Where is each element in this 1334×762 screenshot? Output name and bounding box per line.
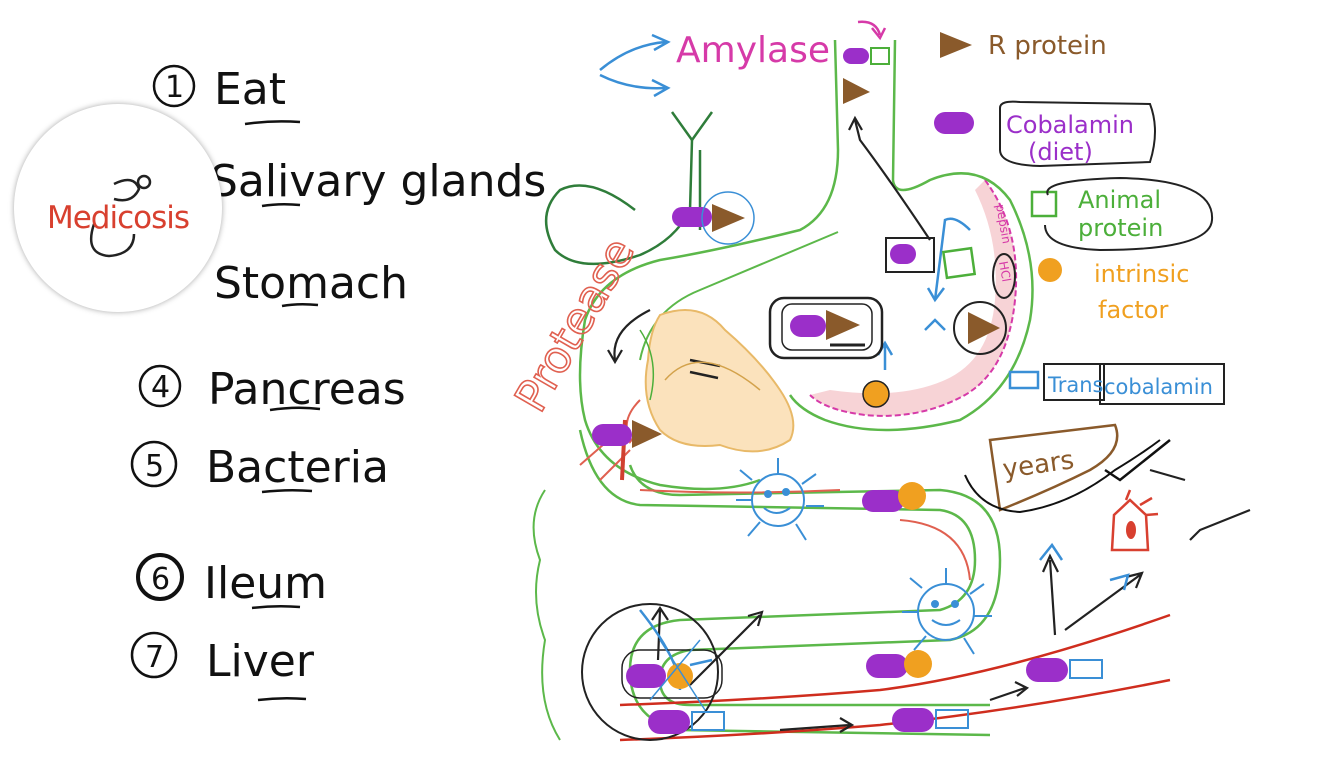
transcobalamin-legend-icon — [1008, 370, 1040, 390]
step-4-label: Pancreas — [208, 364, 406, 415]
step-7-label: Liver — [206, 636, 315, 687]
step-4-circle — [138, 364, 182, 408]
legend: R protein Cobalamin (diet) Animal protei… — [934, 31, 1225, 405]
step-3-label: Stomach — [214, 258, 408, 309]
blood-vessels — [619, 613, 1171, 742]
r-protein-stomach-right — [953, 301, 1007, 355]
years-label: years — [1001, 445, 1076, 485]
bacteria-1 — [736, 458, 824, 541]
steps-list: 1 Eat Salivary glands Stomach 4 Pancreas… — [130, 64, 546, 702]
medicosis-logo: Medicosis — [14, 104, 222, 312]
step-1-label: Eat — [214, 64, 286, 115]
intrinsic-factor-legend-icon — [1038, 258, 1062, 282]
cobalamin-if-ileum — [866, 650, 932, 678]
cobalamin-legend-label: Cobalamin — [1006, 111, 1134, 139]
stomach-wall-left — [578, 39, 840, 491]
complex-stomach-upper — [885, 237, 977, 280]
step-1-circle — [152, 64, 196, 108]
complex-stomach-center — [768, 296, 884, 360]
stethoscope-icon — [89, 174, 152, 258]
stomach-lining — [810, 180, 1017, 416]
intrinsic-factor-legend-label-2: factor — [1098, 296, 1168, 324]
cobalamin-legend-sub: (diet) — [1028, 138, 1093, 166]
step-1-number: 1 — [165, 70, 184, 105]
complex-gallbladder — [672, 191, 755, 245]
step-5-circle — [130, 440, 178, 488]
cobalamin-esophagus — [843, 47, 890, 104]
step-underlines — [244, 120, 321, 702]
stomach-lesser-curve — [639, 231, 839, 361]
hcl-label: HCl — [996, 260, 1013, 283]
ileum-absorption-site — [581, 603, 723, 741]
cobalamin-legend-icon — [934, 112, 974, 134]
animal-protein-legend-label-2: protein — [1078, 214, 1163, 242]
step-2-label: Salivary glands — [210, 156, 546, 207]
pancreas — [639, 309, 795, 453]
stomach-wall-right — [788, 39, 1034, 432]
amylase-label: Amylase — [676, 30, 830, 71]
step-4-number: 4 — [151, 370, 170, 405]
step-6-number: 6 — [151, 562, 170, 597]
intrinsic-factor-stomach — [862, 380, 890, 408]
transcobalamin-legend-label-a: Trans — [1047, 373, 1104, 397]
bacteria-2 — [902, 568, 992, 655]
step-6-circle — [136, 553, 184, 601]
step-6-label: Ileum — [204, 558, 327, 609]
transcobalamin-blood — [648, 658, 1103, 734]
hepatocyte — [1110, 489, 1159, 552]
cobalamin-if-jejunum — [862, 482, 926, 512]
r-protein-legend-label: R protein — [988, 31, 1107, 61]
step-5-number: 5 — [145, 449, 164, 484]
protease-label: Protease — [505, 230, 645, 421]
hcl-oval — [992, 253, 1016, 299]
liver-storage — [964, 423, 1171, 514]
flow-arrows — [607, 115, 1251, 733]
step-7-circle — [130, 631, 178, 679]
step-7-number: 7 — [145, 640, 164, 675]
gallbladder — [544, 111, 714, 266]
step-5-label: Bacteria — [206, 442, 389, 493]
r-protein-legend-icon — [940, 32, 972, 58]
complex-duodenum — [592, 420, 662, 448]
logo-text: Medicosis — [46, 200, 190, 236]
transcobalamin-legend-label-b: cobalamin — [1104, 375, 1213, 399]
intrinsic-factor-legend-label-1: intrinsic — [1094, 260, 1189, 288]
stomach — [578, 39, 1034, 491]
animal-protein-legend-icon — [1030, 190, 1058, 218]
animal-protein-legend-label-1: Animal — [1078, 186, 1161, 214]
stomach-mucosa-line — [809, 179, 1018, 417]
pepsin-label: pepsin — [993, 203, 1014, 245]
